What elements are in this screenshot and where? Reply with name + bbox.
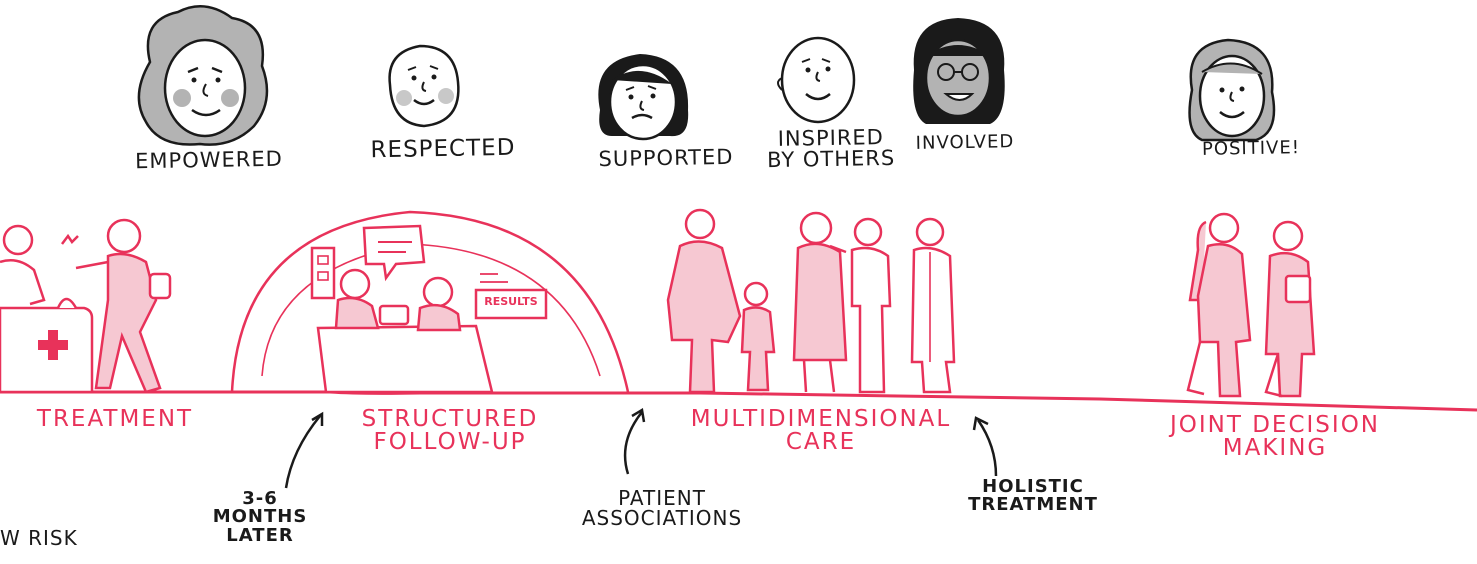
stage-label-treatment: TREATMENT <box>36 406 194 432</box>
annotation-holistic: HOLISTIC TREATMENT <box>968 476 1098 516</box>
emotion-label-empowered: EMPOWERED <box>134 146 284 174</box>
followup-dome <box>230 210 630 394</box>
emotion-label-supported: SUPPORTED <box>598 144 734 172</box>
arrow-associations <box>623 407 646 475</box>
arrows <box>284 407 998 489</box>
face-respected-icon <box>388 44 460 128</box>
stage-label-decision: JOINT DECISION MAKING <box>1169 412 1380 462</box>
annotation-associations: PATIENT ASSOCIATIONS <box>581 486 743 531</box>
care-group <box>666 208 956 394</box>
stage-label-care: MULTIDIMENSIONAL CARE <box>690 406 952 456</box>
face-empowered-icon <box>137 5 269 146</box>
face-supported-icon <box>598 54 689 141</box>
annotation-risk: W RISK <box>0 526 78 550</box>
annotation-months: 3-6 MONTHS LATER <box>212 488 308 546</box>
treatment-scene <box>0 218 172 394</box>
red-cross-icon <box>38 330 68 360</box>
emotion-label-inspired: INSPIRED BY OTHERS <box>766 125 896 173</box>
face-inspired-icon <box>777 36 856 124</box>
emotion-label-respected: RESPECTED <box>370 134 516 164</box>
emotion-label-involved: INVOLVED <box>915 131 1015 154</box>
results-sign-label: RESULTS <box>484 295 538 308</box>
emotion-label-positive: POSITIVE! <box>1201 137 1301 160</box>
face-involved-icon <box>913 18 1005 124</box>
arrow-months <box>284 411 324 489</box>
arrow-holistic <box>972 416 998 477</box>
stage-label-followup: STRUCTURED FOLLOW-UP <box>361 406 539 456</box>
decision-pair <box>1186 212 1316 398</box>
face-positive-icon <box>1188 38 1276 142</box>
